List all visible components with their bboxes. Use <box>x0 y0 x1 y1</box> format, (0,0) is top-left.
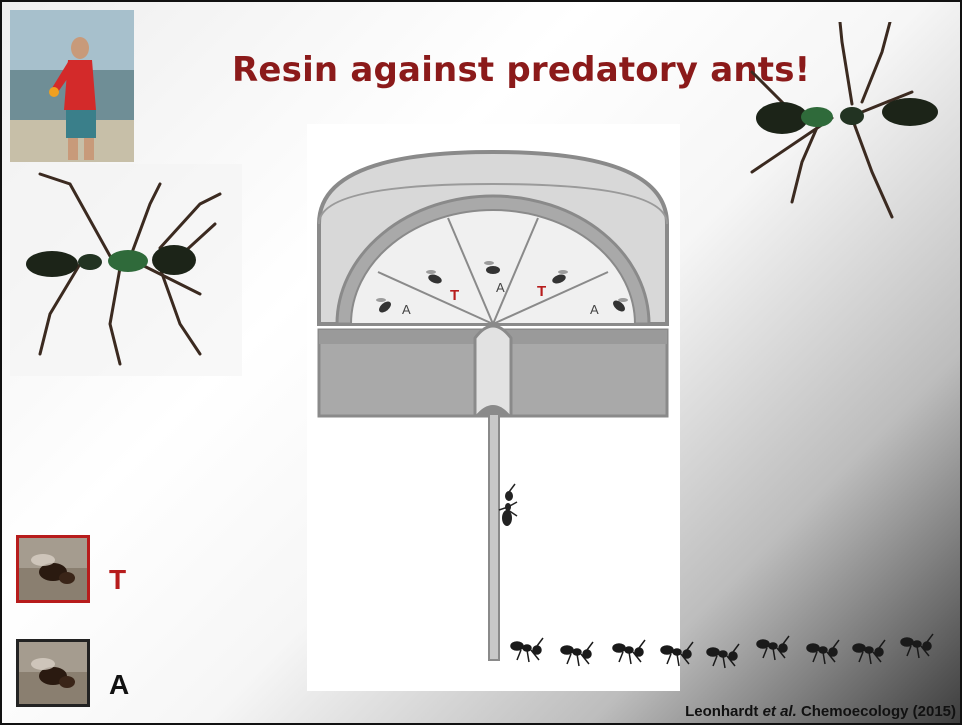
citation-author: Leonhardt <box>685 703 758 720</box>
sector-label-1: A <box>402 302 411 317</box>
sector-label-4: T <box>537 283 546 300</box>
climbing-ant-icon <box>499 484 517 526</box>
sector-label-2: T <box>450 287 459 304</box>
citation-journal: Chemoecology <box>801 703 909 720</box>
legend-label-a: A <box>109 669 129 701</box>
citation-year: (2015) <box>913 703 956 720</box>
marching-ants <box>507 626 947 674</box>
ant-photo-right <box>732 22 952 222</box>
legend-label-t: T <box>109 564 126 596</box>
legend-bee-photo-a <box>16 639 90 707</box>
apparatus-diagram: A T A T A <box>307 124 680 691</box>
citation: Leonhardt et al. Chemoecology (2015) <box>685 703 956 720</box>
sector-label-5: A <box>590 302 599 317</box>
legend-bee-photo-t <box>16 535 90 603</box>
ant-photo-left <box>10 164 242 376</box>
slide-title: Resin against predatory ants! <box>232 50 810 90</box>
sector-label-3: A <box>496 280 505 295</box>
researcher-photo <box>10 10 134 162</box>
citation-etal: et al. <box>763 703 797 720</box>
